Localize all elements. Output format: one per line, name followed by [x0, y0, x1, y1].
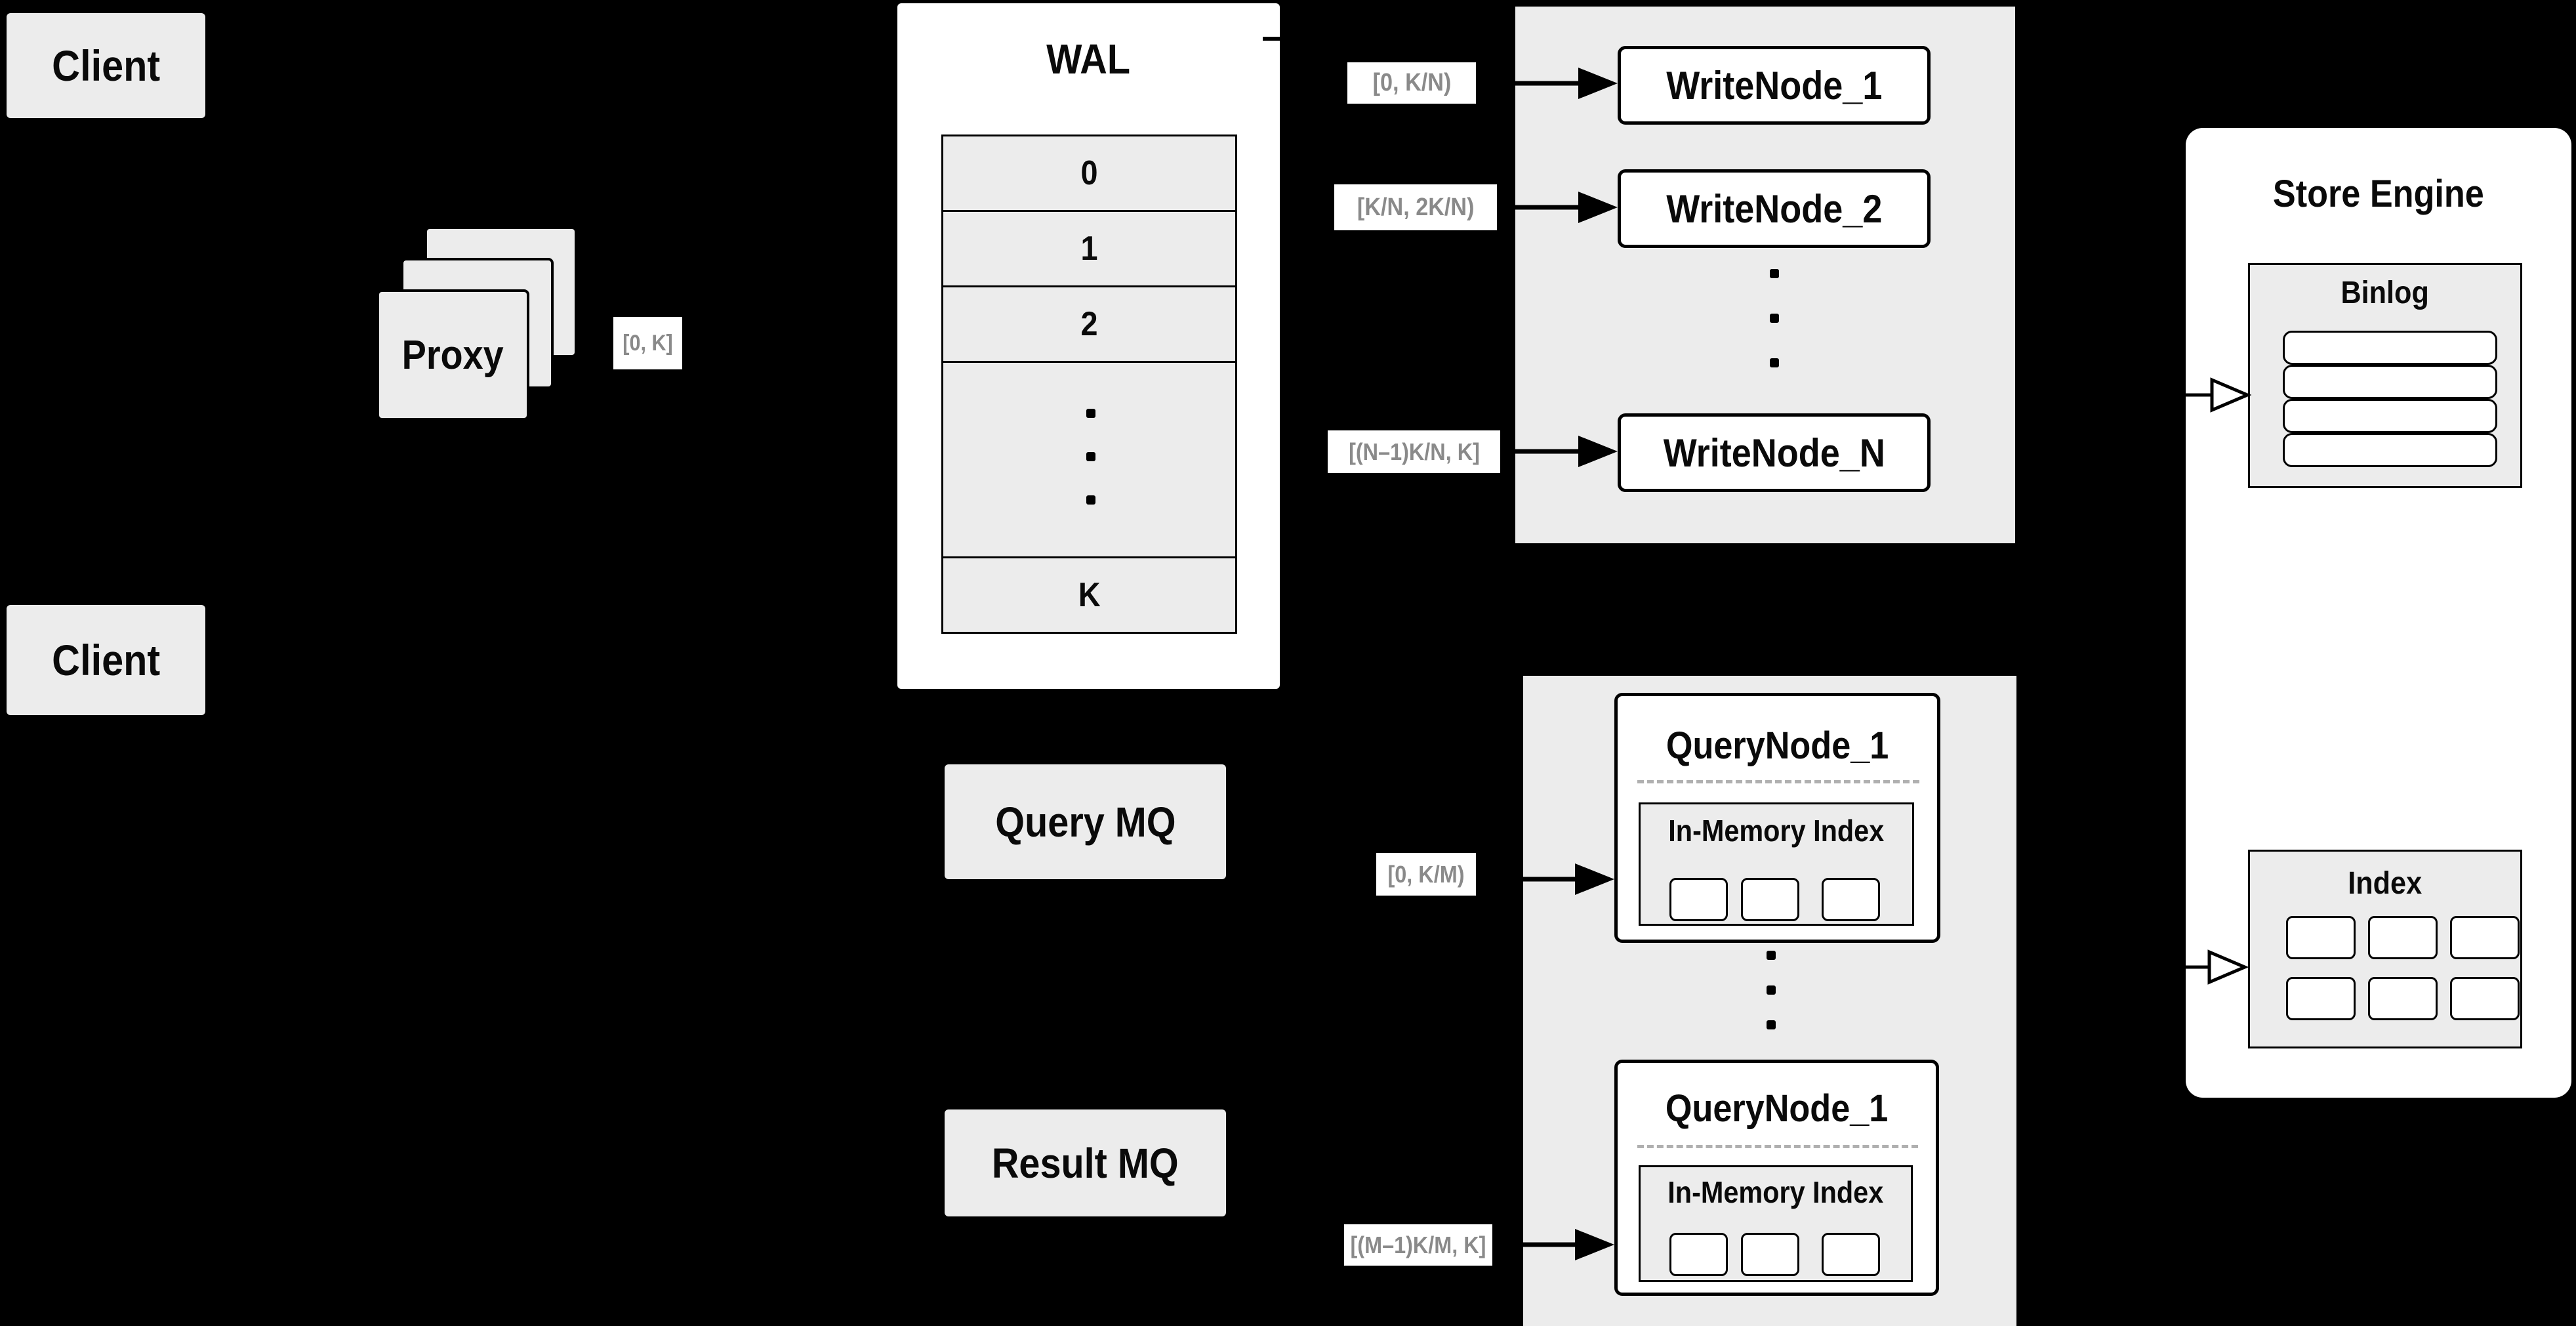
store-engine-panel: Store Engine Binlog Index [2186, 128, 2571, 1098]
index-cell [2286, 916, 2356, 959]
result-mq-box: Result MQ [945, 1109, 1226, 1216]
wal-row-k: K [943, 556, 1235, 632]
segment-cell [1822, 1233, 1880, 1276]
wal-row-k-label: K [1078, 576, 1101, 614]
query-mq-label: Query MQ [994, 798, 1176, 846]
connector-wal-to-write-labels [1263, 37, 1345, 41]
index-title-label: Index [2348, 865, 2423, 901]
segment-cell [1669, 878, 1728, 921]
range-chip-query-1-label: [0, K/M) [1387, 860, 1465, 888]
ellipsis-dot [1086, 409, 1095, 418]
segment-cell [1741, 1233, 1799, 1276]
arrow-to-write-node-1 [1476, 68, 1618, 99]
write-node-2-label: WriteNode_2 [1666, 186, 1883, 231]
store-engine-title-label: Store Engine [2273, 172, 2484, 215]
index-cell [2368, 916, 2438, 959]
arrow-to-binlog [2086, 377, 2252, 413]
wal-row-0-label: 0 [1080, 154, 1098, 192]
client-box-top: Client [7, 13, 205, 118]
ellipsis-dot [1770, 269, 1779, 278]
client-bottom-label: Client [51, 636, 161, 684]
store-engine-title: Store Engine [2186, 164, 2571, 223]
wal-row-2-label: 2 [1080, 305, 1098, 343]
wal-row-ellipsis [943, 361, 1235, 556]
range-chip-write-1: [0, K/N) [1347, 62, 1476, 104]
range-chip-write-2: [K/N, 2K/N) [1334, 184, 1497, 230]
result-mq-label: Result MQ [992, 1139, 1179, 1187]
range-chip-proxy-wal-label: [0, K] [623, 330, 673, 356]
ellipsis-dot [1086, 452, 1095, 461]
ellipsis-dot [1086, 495, 1095, 505]
index-title: Index [2250, 862, 2520, 904]
in-memory-index-1-title: In-Memory Index [1641, 810, 1912, 852]
ellipsis-dot [1770, 358, 1779, 367]
in-memory-index-2-title: In-Memory Index [1641, 1171, 1911, 1213]
proxy-box: Proxy [377, 289, 529, 421]
range-chip-proxy-wal: [0, K] [613, 317, 682, 369]
segment-cell [1822, 878, 1880, 921]
binlog-segment [2283, 331, 2497, 365]
write-node-1-label: WriteNode_1 [1666, 63, 1883, 108]
in-memory-index-1-title-label: In-Memory Index [1668, 814, 1885, 848]
wal-title-label: WAL [1046, 35, 1131, 83]
query-node-1-title-label: QueryNode_1 [1666, 724, 1889, 767]
write-node-2: WriteNode_2 [1618, 169, 1931, 248]
write-cluster-container: WriteNode_1 WriteNode_2 WriteNode_N [1515, 7, 2015, 543]
proxy-label: Proxy [401, 332, 504, 378]
write-node-1: WriteNode_1 [1618, 46, 1931, 125]
range-chip-query-1: [0, K/M) [1376, 853, 1476, 896]
segment-cell [1741, 878, 1799, 921]
wal-row-0: 0 [943, 136, 1235, 210]
binlog-title-label: Binlog [2341, 275, 2430, 310]
index-box: Index [2248, 850, 2522, 1048]
query-node-2-divider [1637, 1145, 1918, 1148]
wal-segment-table: 0 1 2 K [941, 135, 1237, 634]
range-chip-query-m-label: [(M–1)K/M, K] [1350, 1231, 1486, 1258]
query-node-2: QueryNode_1 In-Memory Index [1614, 1060, 1939, 1296]
query-cluster-container: QueryNode_1 In-Memory Index QueryNode_1 [1523, 676, 2016, 1326]
wal-row-2: 2 [943, 285, 1235, 361]
range-chip-write-n-label: [(N–1)K/N, K] [1348, 438, 1480, 465]
wal-row-1: 1 [943, 210, 1235, 285]
query-node-2-title: QueryNode_1 [1618, 1077, 1936, 1140]
arrow-to-query-node-1 [1476, 863, 1614, 895]
range-chip-write-1-label: [0, K/N) [1372, 69, 1451, 96]
binlog-segment [2283, 433, 2497, 467]
ellipsis-dot [1767, 1020, 1776, 1029]
write-node-n-label: WriteNode_N [1663, 430, 1885, 475]
query-node-1: QueryNode_1 In-Memory Index [1614, 693, 1940, 943]
wal-title: WAL [897, 30, 1280, 89]
wal-row-1-label: 1 [1080, 230, 1098, 268]
arrow-to-query-node-2 [1492, 1229, 1614, 1260]
range-chip-write-2-label: [K/N, 2K/N) [1357, 193, 1475, 221]
arrow-to-write-node-n [1500, 436, 1618, 467]
in-memory-index-1: In-Memory Index [1639, 802, 1914, 926]
index-cell [2286, 977, 2356, 1020]
segment-cell [1669, 1233, 1728, 1276]
client-top-label: Client [51, 41, 161, 90]
query-node-2-title-label: QueryNode_1 [1665, 1087, 1889, 1130]
index-cell [2368, 977, 2438, 1020]
query-node-1-divider [1637, 780, 1919, 783]
index-cell [2450, 916, 2520, 959]
ellipsis-dot [1767, 985, 1776, 995]
ellipsis-dot [1770, 314, 1779, 323]
in-memory-index-2-title-label: In-Memory Index [1667, 1175, 1884, 1209]
range-chip-write-n: [(N–1)K/N, K] [1328, 430, 1500, 473]
arrow-to-write-node-2 [1497, 192, 1618, 223]
binlog-title: Binlog [2250, 272, 2520, 314]
arrow-to-index [2086, 949, 2249, 985]
binlog-segment [2283, 399, 2497, 433]
binlog-segment [2283, 365, 2497, 399]
ellipsis-dot [1767, 951, 1776, 960]
client-box-bottom: Client [7, 605, 205, 715]
query-node-1-title: QueryNode_1 [1618, 713, 1937, 778]
binlog-box: Binlog [2248, 263, 2522, 488]
index-cell [2450, 977, 2520, 1020]
range-chip-query-m: [(M–1)K/M, K] [1344, 1224, 1492, 1266]
query-mq-box: Query MQ [945, 764, 1226, 879]
in-memory-index-2: In-Memory Index [1639, 1165, 1913, 1282]
write-node-n: WriteNode_N [1618, 413, 1931, 492]
wal-panel: WAL 0 1 2 K [897, 3, 1280, 689]
